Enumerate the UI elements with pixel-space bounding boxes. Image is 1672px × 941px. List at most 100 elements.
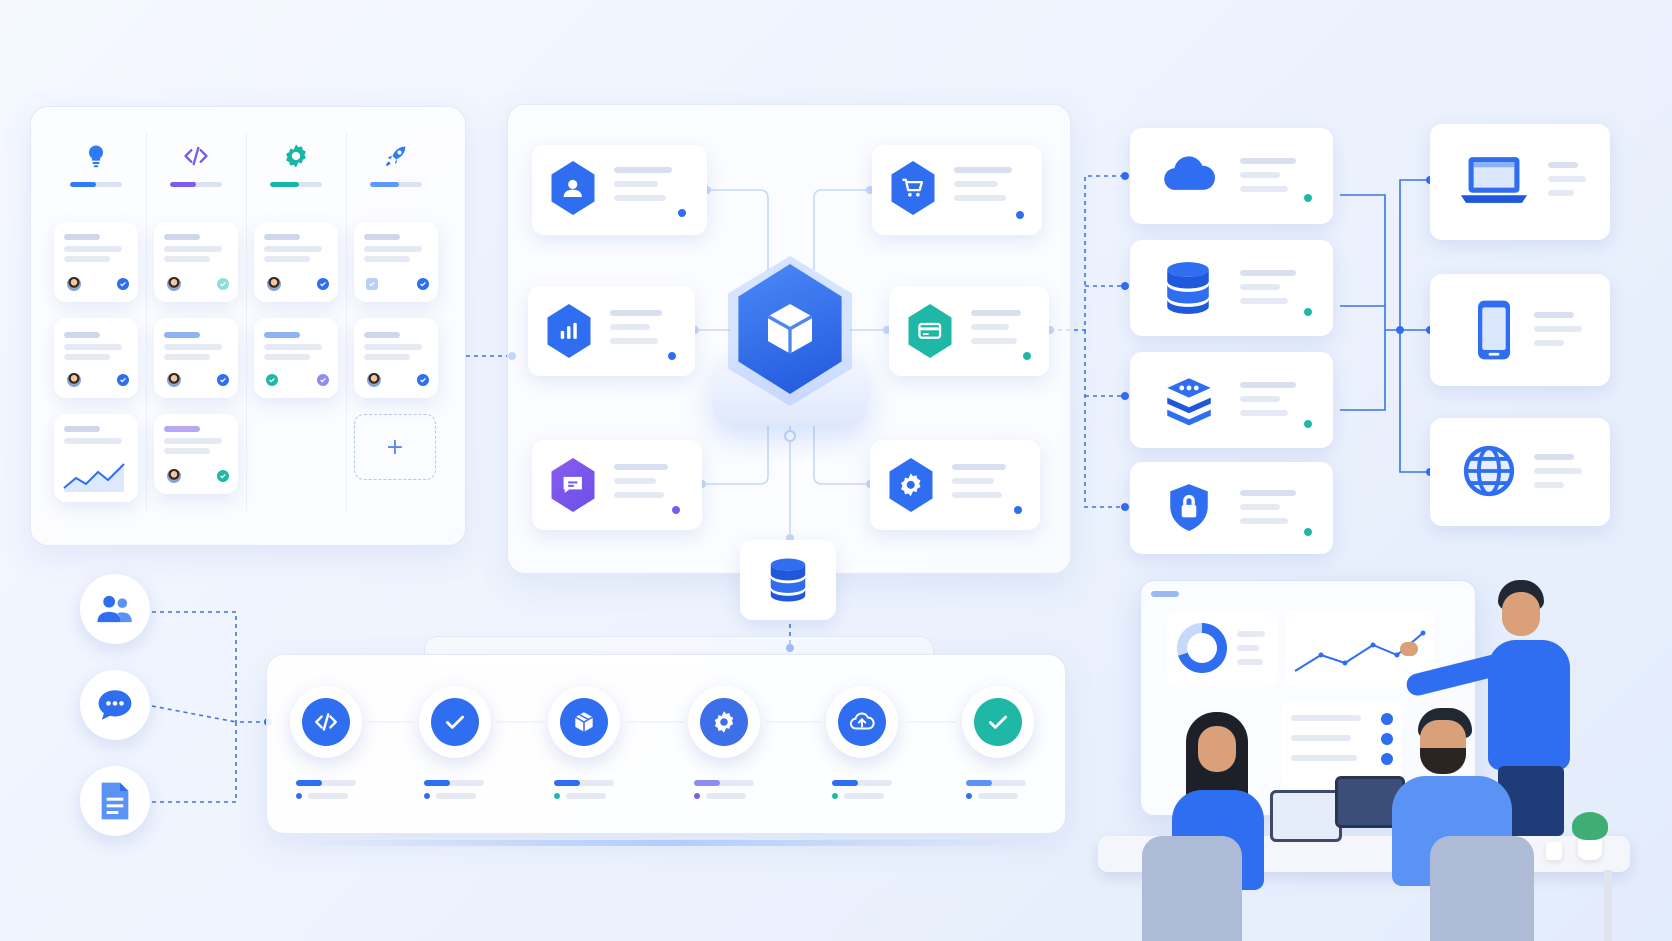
donut-chart-widget (1167, 611, 1277, 687)
pipeline-step-deploy[interactable] (826, 686, 898, 758)
check-icon (317, 278, 329, 290)
client-card-laptop[interactable] (1430, 124, 1610, 240)
add-card-label: + (386, 435, 404, 460)
user-icon (548, 161, 598, 215)
column-header-launch[interactable] (354, 132, 438, 204)
package-icon (571, 709, 597, 735)
check-icon (317, 374, 329, 386)
infra-card-database[interactable] (1130, 240, 1333, 336)
plant-leaves (1572, 812, 1608, 840)
desk-leg (1604, 870, 1612, 941)
avatar (66, 276, 82, 292)
checkbox-icon (366, 278, 378, 290)
trend-line-icon (62, 458, 130, 494)
task-card[interactable] (154, 318, 238, 398)
cloud-upload-icon (849, 709, 875, 735)
pipeline-panel (266, 654, 1066, 834)
task-card[interactable] (354, 222, 438, 302)
check-icon (985, 709, 1011, 735)
pipeline-step-review[interactable] (419, 686, 491, 758)
board-column-divider (246, 132, 247, 512)
payment-card-icon (905, 304, 955, 358)
service-card-chat[interactable] (532, 440, 702, 530)
avatar (166, 276, 182, 292)
check-icon (117, 374, 129, 386)
infra-card-cloud[interactable] (1130, 128, 1333, 224)
gear-icon (711, 709, 737, 735)
central-database-node[interactable] (740, 540, 836, 620)
column-header-ideas[interactable] (54, 132, 138, 204)
check-icon (217, 470, 229, 482)
service-card-settings[interactable] (870, 440, 1040, 530)
gear-icon (282, 142, 310, 170)
client-card-web[interactable] (1430, 418, 1610, 526)
infra-card-security[interactable] (1130, 462, 1333, 554)
code-icon (182, 142, 210, 170)
office-chair (1430, 836, 1534, 941)
pipeline-status (832, 780, 896, 800)
task-card[interactable] (54, 318, 138, 398)
check-icon (417, 278, 429, 290)
pipeline-step-code[interactable] (290, 686, 362, 758)
database-icon (765, 555, 811, 605)
service-card-user[interactable] (532, 145, 707, 235)
team-input-node[interactable] (80, 574, 150, 644)
service-card-cart[interactable] (872, 145, 1042, 235)
settings-icon (886, 458, 936, 512)
service-card-payment[interactable] (889, 286, 1049, 376)
chat-bubble-icon (95, 687, 135, 723)
rocket-icon (382, 142, 410, 170)
task-card[interactable] (154, 414, 238, 494)
lightbulb-icon (82, 142, 110, 170)
avatar (66, 372, 82, 388)
code-icon (313, 709, 339, 735)
board-column-divider (146, 132, 147, 512)
check-icon (266, 374, 278, 386)
task-card[interactable] (54, 222, 138, 302)
database-icon (1160, 258, 1216, 318)
column-progress-bar (70, 182, 122, 187)
task-card[interactable] (254, 318, 338, 398)
column-header-testing[interactable] (254, 132, 338, 204)
document-input-node[interactable] (80, 766, 150, 836)
avatar (366, 372, 382, 388)
check-icon (217, 374, 229, 386)
pipeline-glow (300, 840, 1030, 846)
office-chair (1142, 836, 1242, 941)
phone-icon (1472, 298, 1516, 362)
avatar (166, 468, 182, 484)
task-card[interactable] (254, 222, 338, 302)
laptop-icon (1458, 152, 1530, 208)
pipeline-step-complete[interactable] (962, 686, 1034, 758)
client-card-phone[interactable] (1430, 274, 1610, 386)
board-column-divider (346, 132, 347, 512)
check-icon (442, 709, 468, 735)
chat-input-node[interactable] (80, 670, 150, 740)
task-card-chart[interactable] (54, 414, 138, 502)
pipeline-status (296, 780, 360, 800)
stack-layers-icon (1160, 370, 1218, 430)
analytics-icon (544, 304, 594, 358)
infra-card-stack[interactable] (1130, 352, 1333, 448)
task-list-widget (1281, 701, 1401, 787)
cube-icon (757, 293, 823, 365)
task-card[interactable] (354, 318, 438, 398)
avatar (266, 276, 282, 292)
team-icon (96, 592, 134, 626)
service-card-analytics[interactable] (528, 286, 695, 376)
task-card[interactable] (154, 222, 238, 302)
pipeline-step-configure[interactable] (688, 686, 760, 758)
column-progress-bar (270, 182, 322, 187)
cart-icon (888, 161, 938, 215)
pipeline-step-build[interactable] (548, 686, 620, 758)
coffee-mug (1546, 842, 1562, 860)
check-icon (417, 374, 429, 386)
add-card-button[interactable]: + (354, 414, 436, 480)
column-progress-bar (370, 182, 422, 187)
check-icon (217, 278, 229, 290)
column-header-development[interactable] (154, 132, 238, 204)
column-progress-bar (170, 182, 222, 187)
globe-icon (1460, 442, 1518, 500)
laptop-screen (1270, 790, 1342, 842)
pipeline-status (966, 780, 1030, 800)
